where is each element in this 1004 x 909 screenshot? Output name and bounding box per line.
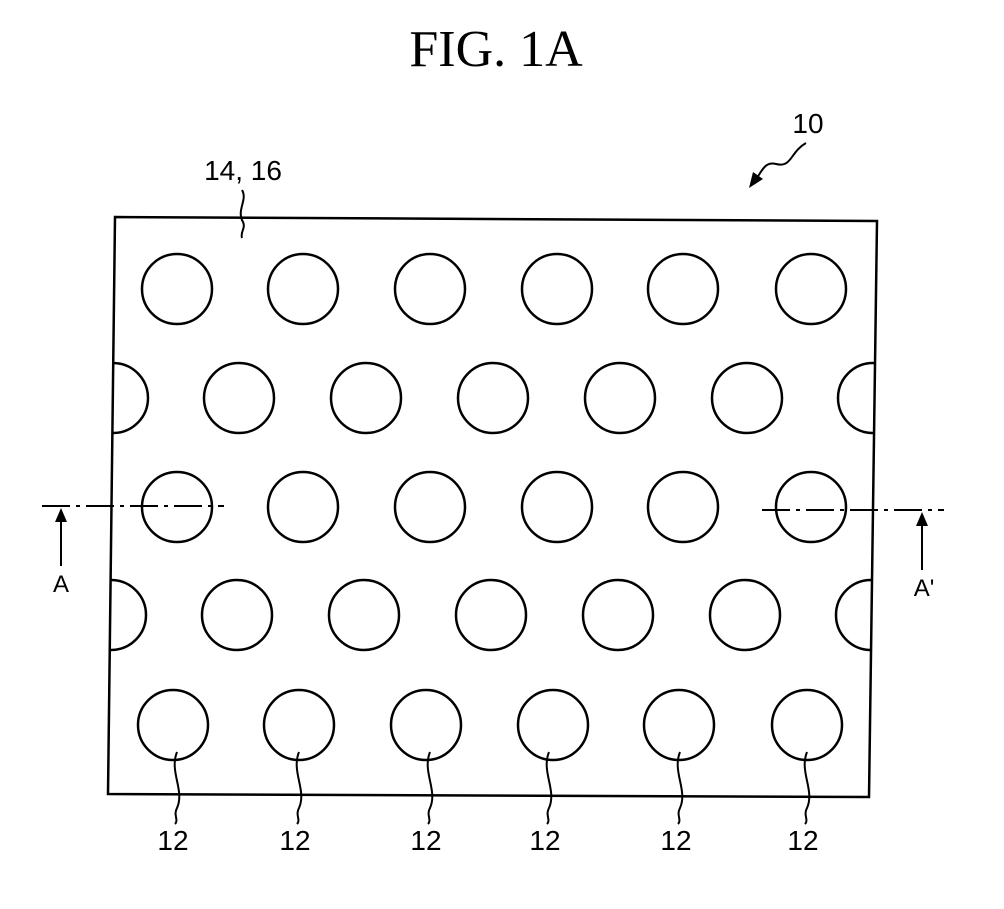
hole-ref-leader — [547, 752, 552, 824]
hole-ref-label: 12 — [279, 825, 310, 856]
hole — [648, 472, 718, 542]
hole — [456, 580, 526, 650]
hole — [772, 690, 842, 760]
hole-ref-leader — [428, 752, 433, 824]
device-ref-label: 10 — [792, 108, 823, 139]
hole — [583, 580, 653, 650]
hole — [585, 363, 655, 433]
hole-ref-label: 12 — [787, 825, 818, 856]
hole — [138, 690, 208, 760]
hole — [395, 254, 465, 324]
hole — [648, 254, 718, 324]
hole — [142, 254, 212, 324]
figure-title: FIG. 1A — [409, 21, 583, 78]
device-ref-arrowhead — [749, 172, 763, 188]
hole — [522, 254, 592, 324]
hole-reference-group: 12 12 12 12 12 12 — [157, 752, 818, 856]
hole — [329, 580, 399, 650]
hole — [268, 472, 338, 542]
hole-ref-leader — [678, 752, 683, 824]
device-ref-arrow — [754, 143, 806, 182]
section-label-end: A' — [914, 575, 935, 602]
hole — [710, 580, 780, 650]
hole-ref-leader — [175, 752, 180, 824]
section-arrow-left-head — [55, 508, 67, 522]
hole-ref-label: 12 — [660, 825, 691, 856]
hole — [391, 690, 461, 760]
hole — [331, 363, 401, 433]
hole — [395, 472, 465, 542]
hole — [264, 690, 334, 760]
hole — [522, 472, 592, 542]
hole — [518, 690, 588, 760]
substrate-ref-label: 14, 16 — [204, 155, 282, 186]
hole — [776, 254, 846, 324]
hole — [776, 472, 846, 542]
hole-ref-label: 12 — [410, 825, 441, 856]
hole — [458, 363, 528, 433]
hole-ref-label: 12 — [157, 825, 188, 856]
substrate-ref-leader — [241, 190, 244, 238]
hole — [202, 580, 272, 650]
hole — [644, 690, 714, 760]
hole — [268, 254, 338, 324]
hole — [204, 363, 274, 433]
hole-ref-leader — [297, 752, 302, 824]
hole-ref-leader — [805, 752, 810, 824]
hole-ref-label: 12 — [529, 825, 560, 856]
hole — [712, 363, 782, 433]
section-arrow-right-head — [916, 512, 928, 526]
section-label-start: A — [53, 571, 69, 598]
